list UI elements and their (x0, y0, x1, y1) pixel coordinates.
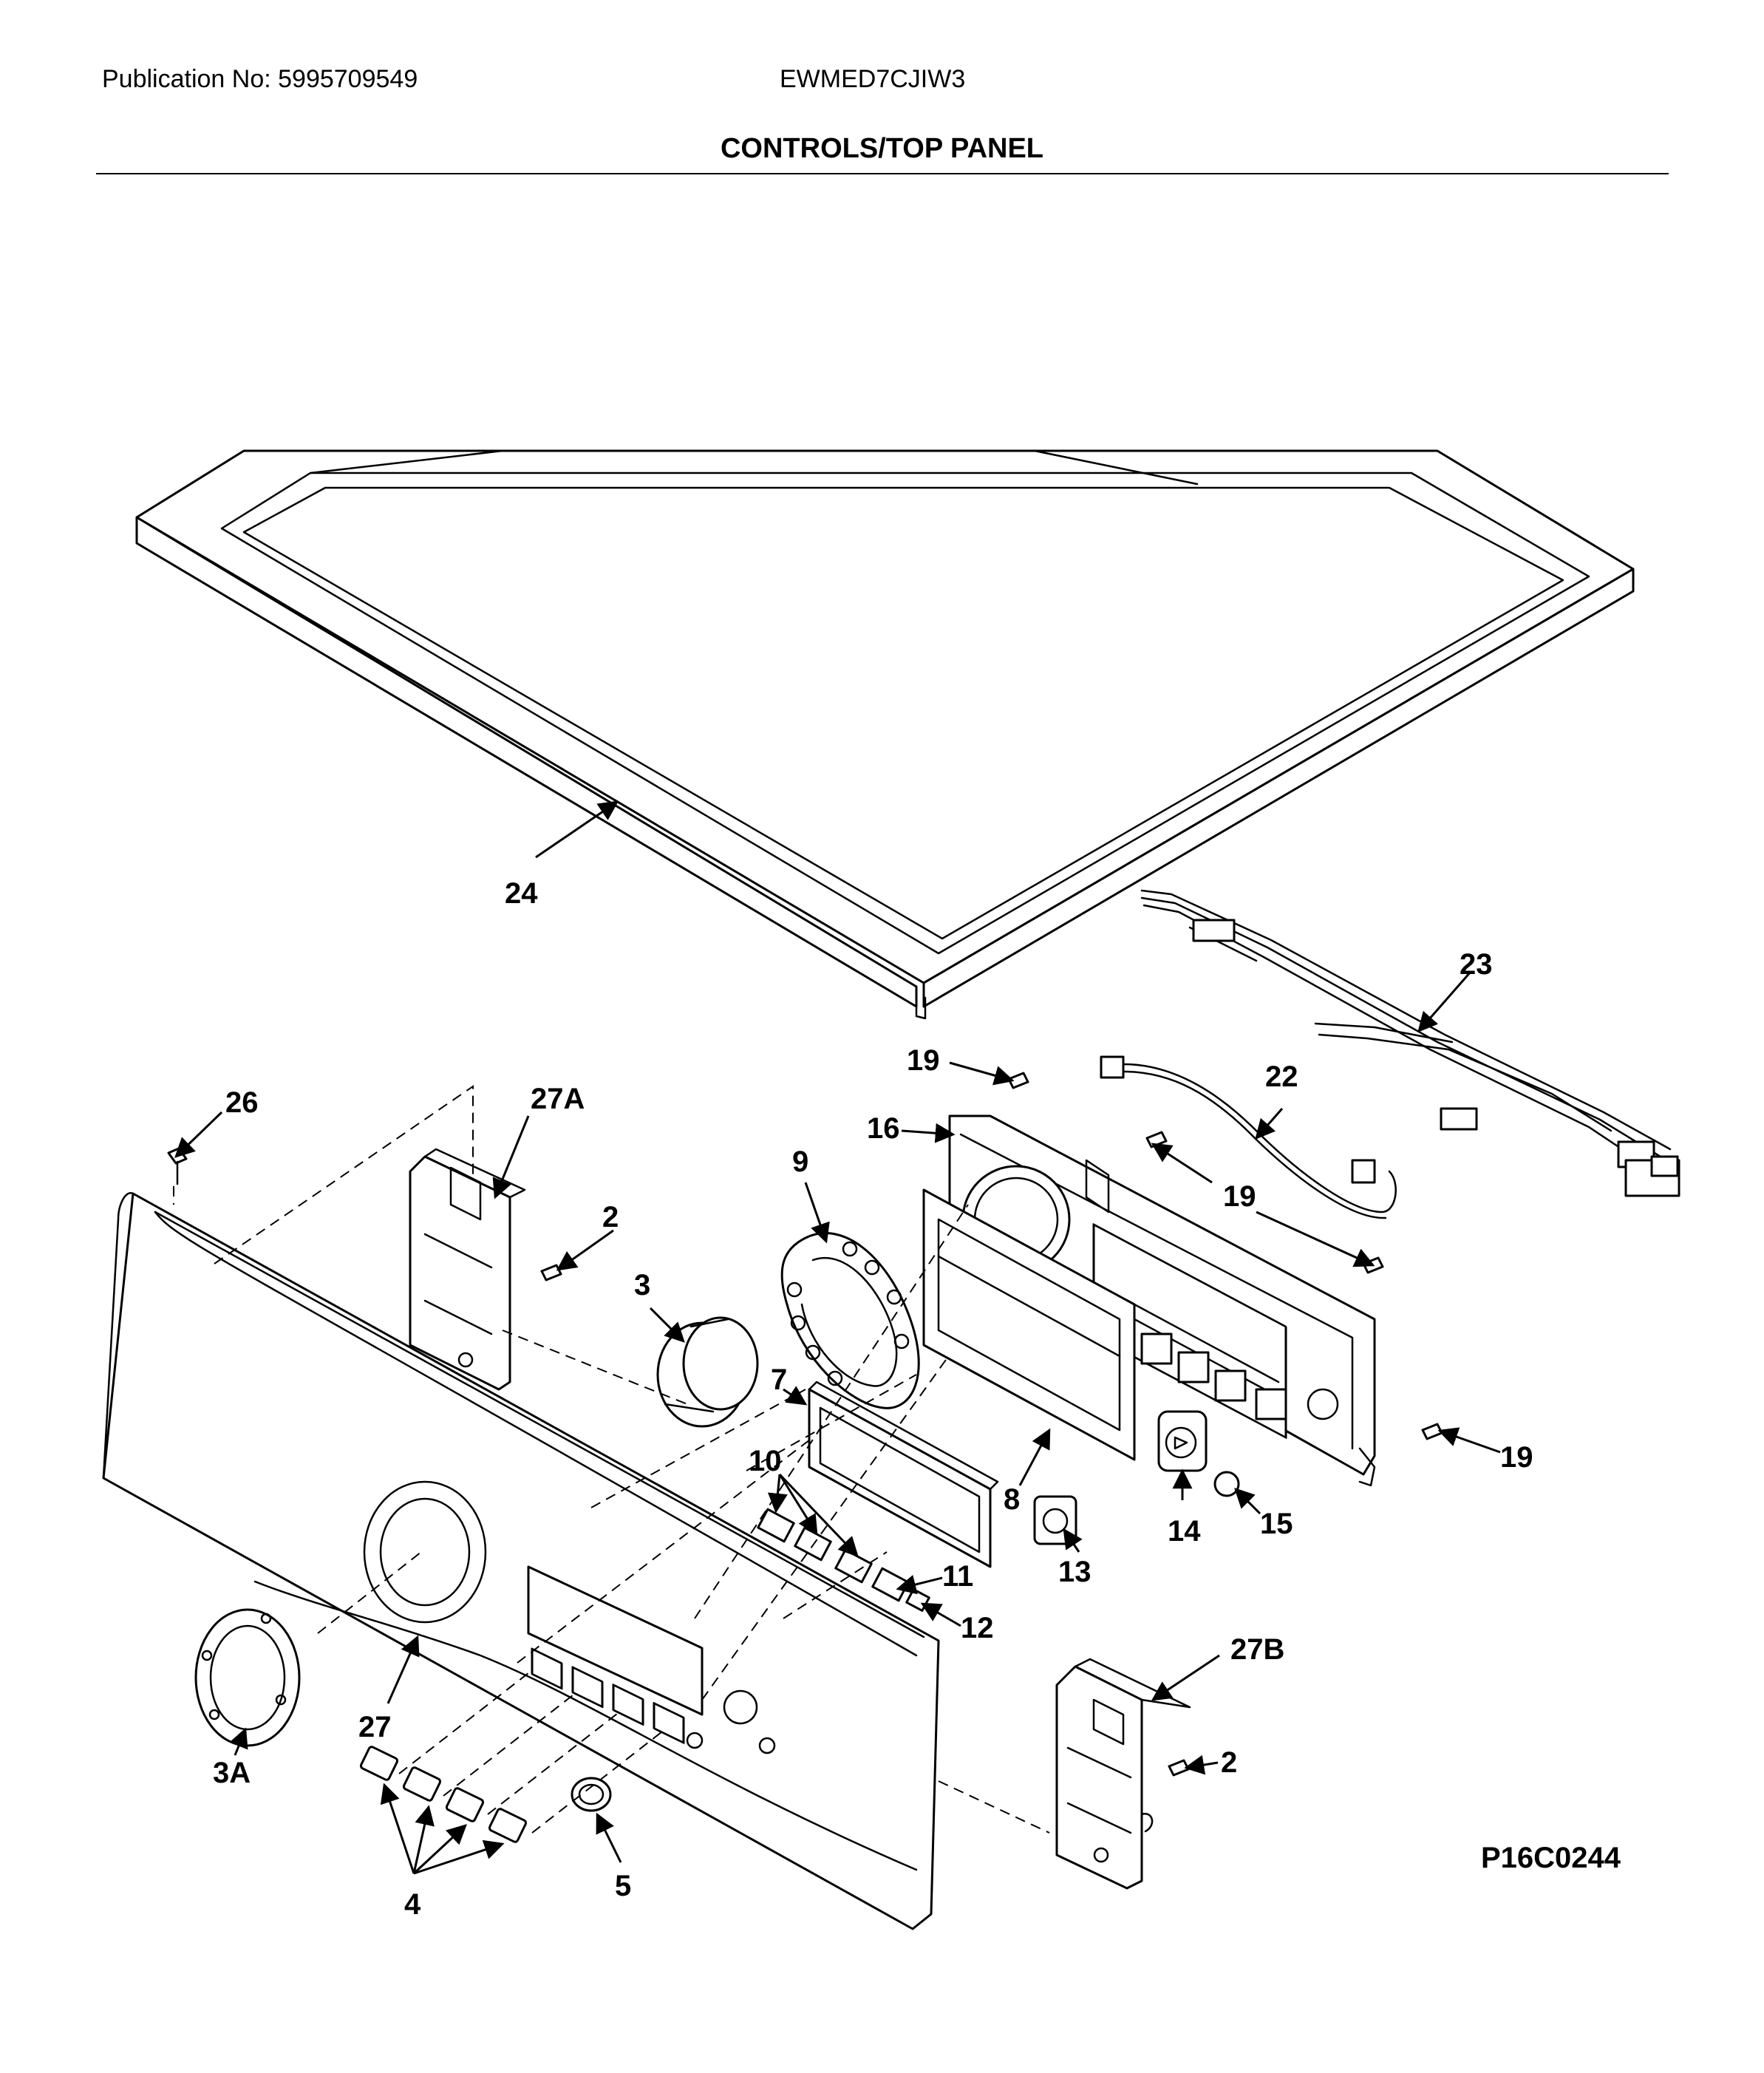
callout-27a: 27A (531, 1083, 585, 1115)
callout-9: 9 (792, 1146, 808, 1178)
publication-number: Publication No: 5995709549 (102, 65, 418, 93)
callout-7: 7 (771, 1364, 787, 1396)
small-button-part (1213, 1471, 1240, 1497)
bracket-27b-part (1055, 1658, 1191, 1890)
model-number: EWMED7CJIW3 (780, 65, 966, 93)
callout-24: 24 (505, 877, 538, 910)
button-actuators-part (757, 1508, 930, 1612)
bracket-27a-part (409, 1148, 526, 1391)
callout-5: 5 (615, 1870, 631, 1902)
callout-2-a: 2 (602, 1201, 619, 1233)
bezel-ring-part (571, 1777, 612, 1812)
callout-26: 26 (225, 1086, 259, 1119)
callout-3: 3 (634, 1269, 650, 1301)
control-console-part (102, 1192, 940, 1930)
callout-14: 14 (1168, 1515, 1201, 1548)
callout-12: 12 (961, 1612, 994, 1644)
callout-labels: 24 23 22 19 19 19 19 16 9 3 26 27A 2 7 1… (213, 877, 1533, 1921)
callout-10: 10 (749, 1445, 782, 1477)
callout-27: 27 (358, 1711, 392, 1743)
callout-3a: 3A (213, 1757, 251, 1789)
callout-11: 11 (942, 1560, 973, 1593)
light-ring-part (780, 1232, 920, 1409)
switch-part (1157, 1410, 1208, 1472)
callout-19-a: 19 (907, 1044, 940, 1077)
top-panel-part (135, 449, 1635, 1020)
callout-19-c: 19 (1500, 1441, 1533, 1474)
header-rule (96, 173, 1669, 174)
callout-8: 8 (1004, 1483, 1020, 1516)
callout-4: 4 (404, 1888, 421, 1921)
display-lens-part (922, 1188, 1136, 1461)
wire-harness-part (1140, 889, 1680, 1197)
diagram-code: P16C0244 (1481, 1842, 1621, 1874)
callout-23: 23 (1460, 948, 1493, 981)
button-caps-part (359, 1746, 528, 1843)
callout-15: 15 (1260, 1508, 1293, 1540)
callout-19-b: 19 (1223, 1180, 1256, 1213)
alignment-lines (173, 1085, 1050, 1834)
callout-13: 13 (1058, 1556, 1092, 1588)
knob-part (656, 1316, 759, 1428)
ring-3a-part (194, 1608, 301, 1747)
window-frame-part (808, 1381, 999, 1568)
callout-27b: 27B (1230, 1633, 1284, 1666)
leader-lines (174, 800, 1501, 1875)
callout-2-b: 2 (1221, 1746, 1237, 1779)
callout-16: 16 (867, 1112, 900, 1145)
page-title: CONTROLS/TOP PANEL (720, 133, 1044, 164)
callout-22: 22 (1265, 1061, 1298, 1093)
